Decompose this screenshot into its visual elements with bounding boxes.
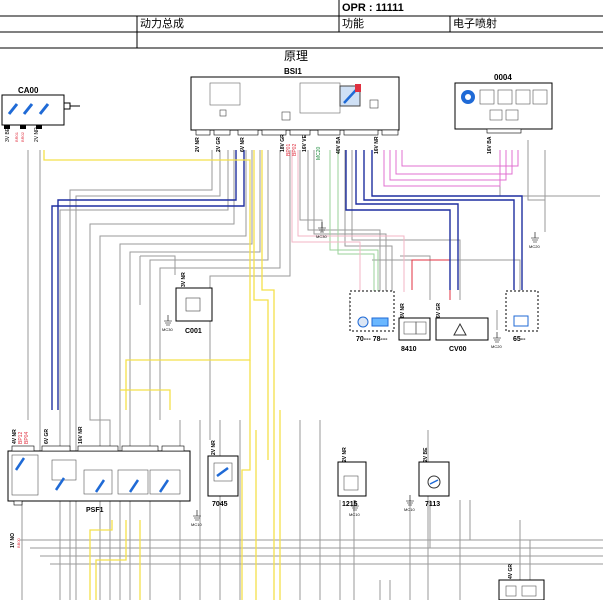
ground-symbols: MC30 MC20 MC30 MC10 MC10 MC10 MC20 <box>162 222 540 527</box>
c1215-label: 1215 <box>342 501 358 508</box>
psf1-connector-3: 6V GR <box>44 429 50 444</box>
ground-mc30-2: MC30 <box>162 315 173 332</box>
svg-text:BP04: BP04 <box>24 432 30 444</box>
c001-label: C001 <box>185 328 202 335</box>
svg-text:BP01: BP01 <box>286 144 292 156</box>
c0004-connector: 16V BA <box>487 136 493 154</box>
psf1-connector-4: 16V NR <box>78 426 84 444</box>
ground-mc10-1: MC10 <box>191 510 202 527</box>
section-title: 原理 <box>284 49 309 63</box>
ca00-label: CA00 <box>18 86 39 95</box>
svg-text:16V VE: 16V VE <box>302 134 308 152</box>
component-70-78: 70--- 78--- <box>349 290 395 343</box>
svg-text:40V BA: 40V BA <box>336 136 342 154</box>
c65-label: 65-- <box>513 336 526 343</box>
svg-text:BP12: BP12 <box>18 432 24 444</box>
function-label: 功能 <box>342 18 364 30</box>
svg-text:16V NR: 16V NR <box>374 136 380 154</box>
psf1-label: PSF1 <box>86 507 104 514</box>
svg-text:2V NR: 2V NR <box>195 137 201 152</box>
svg-text:6V NR: 6V NR <box>240 137 246 152</box>
component-8410: 8410 8V NR <box>398 303 431 353</box>
svg-text:BB00: BB00 <box>16 537 21 548</box>
component-4vgr: 4V GR <box>498 564 545 600</box>
c7045-label: 7045 <box>212 501 228 508</box>
svg-text:BP02: BP02 <box>292 144 298 156</box>
component-0004: 0004 16V BA <box>454 73 553 154</box>
svg-text:MC10: MC10 <box>191 522 202 527</box>
wires <box>20 140 603 600</box>
cv00-connector: 6V GR <box>436 303 442 318</box>
opr-label: OPR : 11111 <box>342 2 404 14</box>
component-65: 65-- <box>505 290 539 343</box>
component-psf1: PSF1 4V NR 6V GR 16V NR BP12 BP04 <box>7 426 191 514</box>
svg-text:MC30: MC30 <box>162 327 173 332</box>
component-7113: 7113 2V BE <box>418 447 450 508</box>
ground-mc10-2: MC10 <box>404 495 415 512</box>
cv00-label: CV00 <box>449 346 467 353</box>
psf1-connector-1: 4V NR <box>12 429 18 444</box>
ground-mc20-2: MC20 <box>491 332 502 349</box>
c7113-label: 7113 <box>425 501 440 508</box>
svg-text:MC20: MC20 <box>491 344 502 349</box>
svg-text:MC20: MC20 <box>316 146 322 160</box>
ground-mc10-3: MC10 <box>349 500 360 517</box>
component-1vno: 1V NO BB00 <box>10 533 21 548</box>
svg-text:2V GR: 2V GR <box>216 137 222 152</box>
svg-text:18V GR: 18V GR <box>280 134 286 152</box>
c4vgr-label: 4V GR <box>508 564 514 579</box>
svg-text:MC20: MC20 <box>529 244 540 249</box>
left-title: 动力总成 <box>140 18 184 30</box>
svg-text:MC10: MC10 <box>404 507 415 512</box>
function-value: 电子喷射 <box>453 18 497 30</box>
ground-mc20-1: MC20 <box>529 232 540 249</box>
svg-text:MC10: MC10 <box>349 512 360 517</box>
c7045-connector: 2V NR <box>211 440 217 455</box>
component-bsi1: BSI1 2V NR 2V GR 6V NR 18V GR 16V VE 40V… <box>190 67 400 160</box>
title-block-grid <box>0 0 603 49</box>
c1215-connector: 2V NR <box>342 447 348 462</box>
title-block: OPR : 11111 动力总成 功能 电子喷射 原理 <box>0 0 603 63</box>
svg-text:MC30: MC30 <box>316 234 327 239</box>
component-7045: 7045 2V NR <box>207 440 239 508</box>
c8410-label: 8410 <box>401 346 417 353</box>
component-cv00: CV00 6V GR <box>435 303 489 353</box>
bsi1-label: BSI1 <box>284 67 302 76</box>
component-c001: C001 3V NR <box>175 272 213 335</box>
c70-label: 70--- 78--- <box>356 336 388 343</box>
ca00-connector-label: 3V BE <box>5 127 11 142</box>
svg-text:BR02: BR02 <box>20 131 25 142</box>
c7113-connector: 2V BE <box>423 447 429 462</box>
c001-connector: 3V NR <box>181 272 187 287</box>
component-1215: 1215 2V NR <box>337 447 367 508</box>
svg-text:BR01: BR01 <box>14 131 19 142</box>
c8410-connector: 8V NR <box>400 303 406 318</box>
c0004-label: 0004 <box>494 73 512 82</box>
ca00-connector2-label: 2V NR <box>34 127 40 142</box>
ground-mc30-1: MC30 <box>316 222 327 239</box>
c1vno-label: 1V NO <box>10 533 16 548</box>
component-ca00: CA00 3V BE 2V NR BR01 BR02 <box>1 86 80 142</box>
